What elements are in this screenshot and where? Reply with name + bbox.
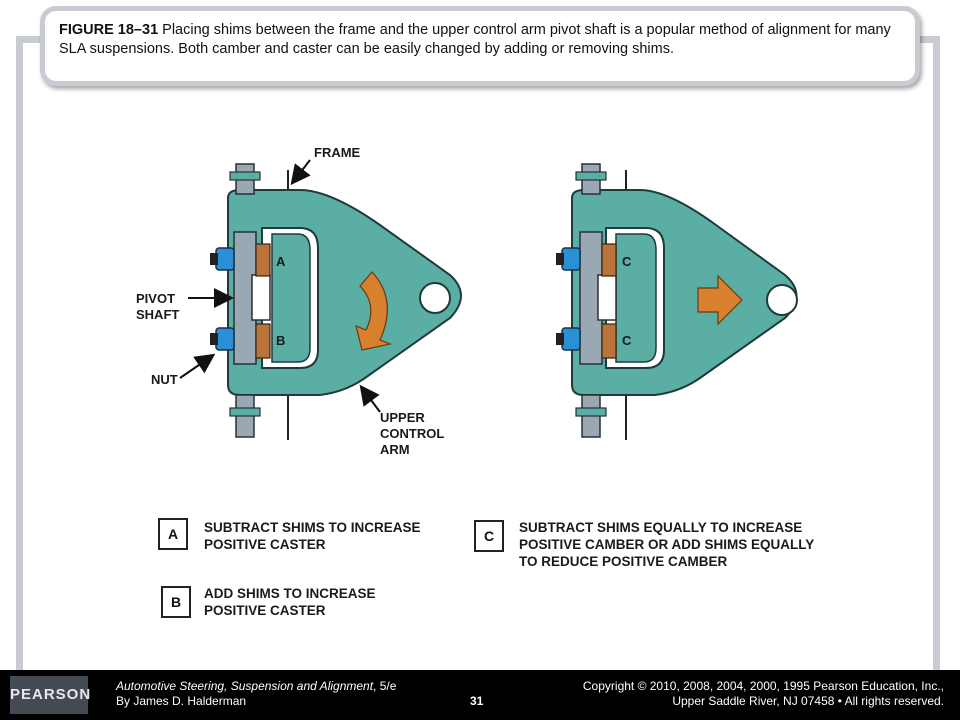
copyright: Copyright © 2010, 2008, 2004, 2000, 1995… [582,679,944,708]
label-frame: FRAME [314,145,361,160]
pearson-logo: PEARSON [10,676,90,714]
label-shim-b: B [276,333,286,348]
nut-bottom-icon [215,327,235,351]
footer: PEARSON Automotive Steering, Suspension … [0,670,960,720]
legend-text-a: SUBTRACT SHIMS TO INCREASE POSITIVE CAST… [204,520,421,552]
figure-caption: FIGURE 18–31 Placing shims between the f… [40,6,920,86]
nut-top-icon [215,247,235,271]
label-shaft: SHAFT [136,307,180,322]
figure-label: FIGURE 18–31 [59,22,159,38]
caption-text: Placing shims between the frame and the … [59,22,891,57]
label-shim-a: A [276,254,286,269]
shim-c-top [601,243,617,277]
label-nut: NUT [151,372,178,387]
legend-text-c: SUBTRACT SHIMS EQUALLY TO INCREASE POSIT… [519,520,815,569]
shim-b [255,323,271,359]
label-arm: ARM [380,442,410,457]
label-shim-c-bottom: C [622,333,632,348]
right-arrow-icon [697,274,743,326]
book-credit: Automotive Steering, Suspension and Alig… [116,679,397,708]
legend-key-a: A [158,518,188,550]
nut-bottom-icon [561,327,581,351]
label-shim-c-top: C [622,254,632,269]
label-pivot: PIVOT [136,291,176,306]
label-upper: UPPER [380,410,425,425]
left-assembly [179,159,462,440]
legend-key-c: C [474,520,504,552]
ball-joint-hole [766,284,798,316]
rotate-arrow-icon [355,271,393,351]
page-number: 31 [470,694,484,708]
label-control: CONTROL [380,426,445,441]
right-assembly [556,163,798,440]
legend-text-b: ADD SHIMS TO INCREASE POSITIVE CASTER [204,586,376,618]
ball-joint-hole [419,282,451,314]
nut-top-icon [561,247,581,271]
shim-c-bottom [601,323,617,359]
legend-key-b: B [161,586,191,618]
shim-a [255,243,271,277]
